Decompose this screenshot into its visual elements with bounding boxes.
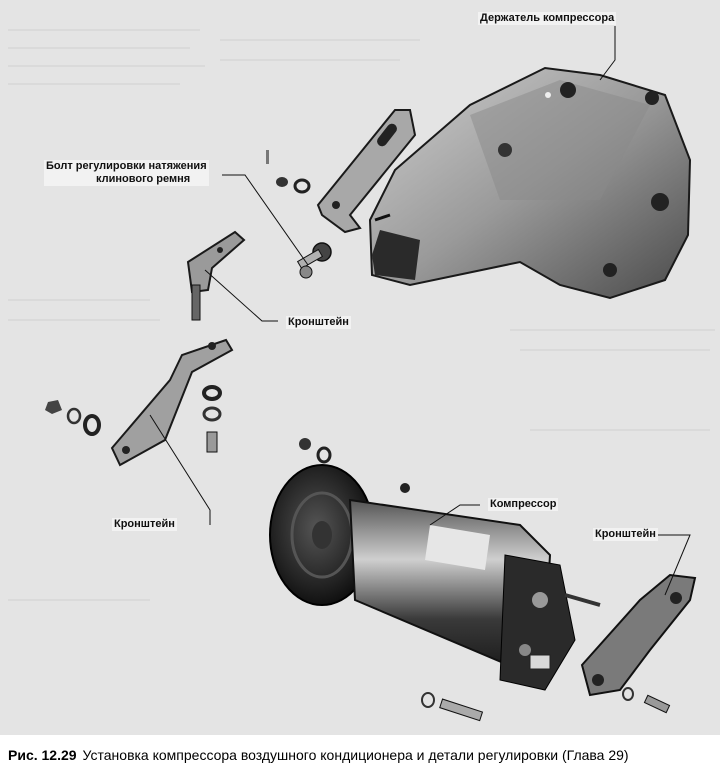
washers-top [266, 150, 311, 194]
belt-tension-bolt-part [296, 242, 332, 279]
background-text-texture [8, 29, 715, 601]
left-long-bracket-part [110, 338, 234, 467]
upper-bracket-part [186, 230, 246, 321]
label-belt-tension-bolt-line1: Болт регулировки натяжения [46, 160, 207, 172]
label-belt-tension-bolt: Болт регулировки натяжения клинового рем… [44, 160, 209, 186]
upper-slotted-plate [316, 109, 417, 234]
label-compressor-holder: Держатель компрессора [478, 12, 617, 25]
compressor-part [269, 464, 601, 691]
label-compressor: Компрессор [488, 498, 559, 511]
exploded-view-illustration [8, 26, 715, 722]
figure-caption-text: Установка компрессора воздушного кондици… [82, 747, 629, 763]
right-bracket-part [580, 573, 697, 714]
bottom-bolt-part [421, 692, 484, 722]
label-belt-tension-bolt-line2: клинового ремня [96, 173, 191, 185]
washers-left [45, 400, 101, 436]
label-bracket-upper: Кронштейн [286, 316, 351, 329]
compressor-holder-part [368, 66, 692, 300]
label-bracket-right: Кронштейн [593, 528, 658, 541]
leader-lines [149, 26, 691, 596]
washers-middle [202, 385, 332, 464]
figure-number: Рис. 12.29 [8, 747, 77, 763]
figure-caption: Рис. 12.29 Установка компрессора воздушн… [0, 735, 720, 775]
label-bracket-left: Кронштейн [112, 518, 177, 531]
